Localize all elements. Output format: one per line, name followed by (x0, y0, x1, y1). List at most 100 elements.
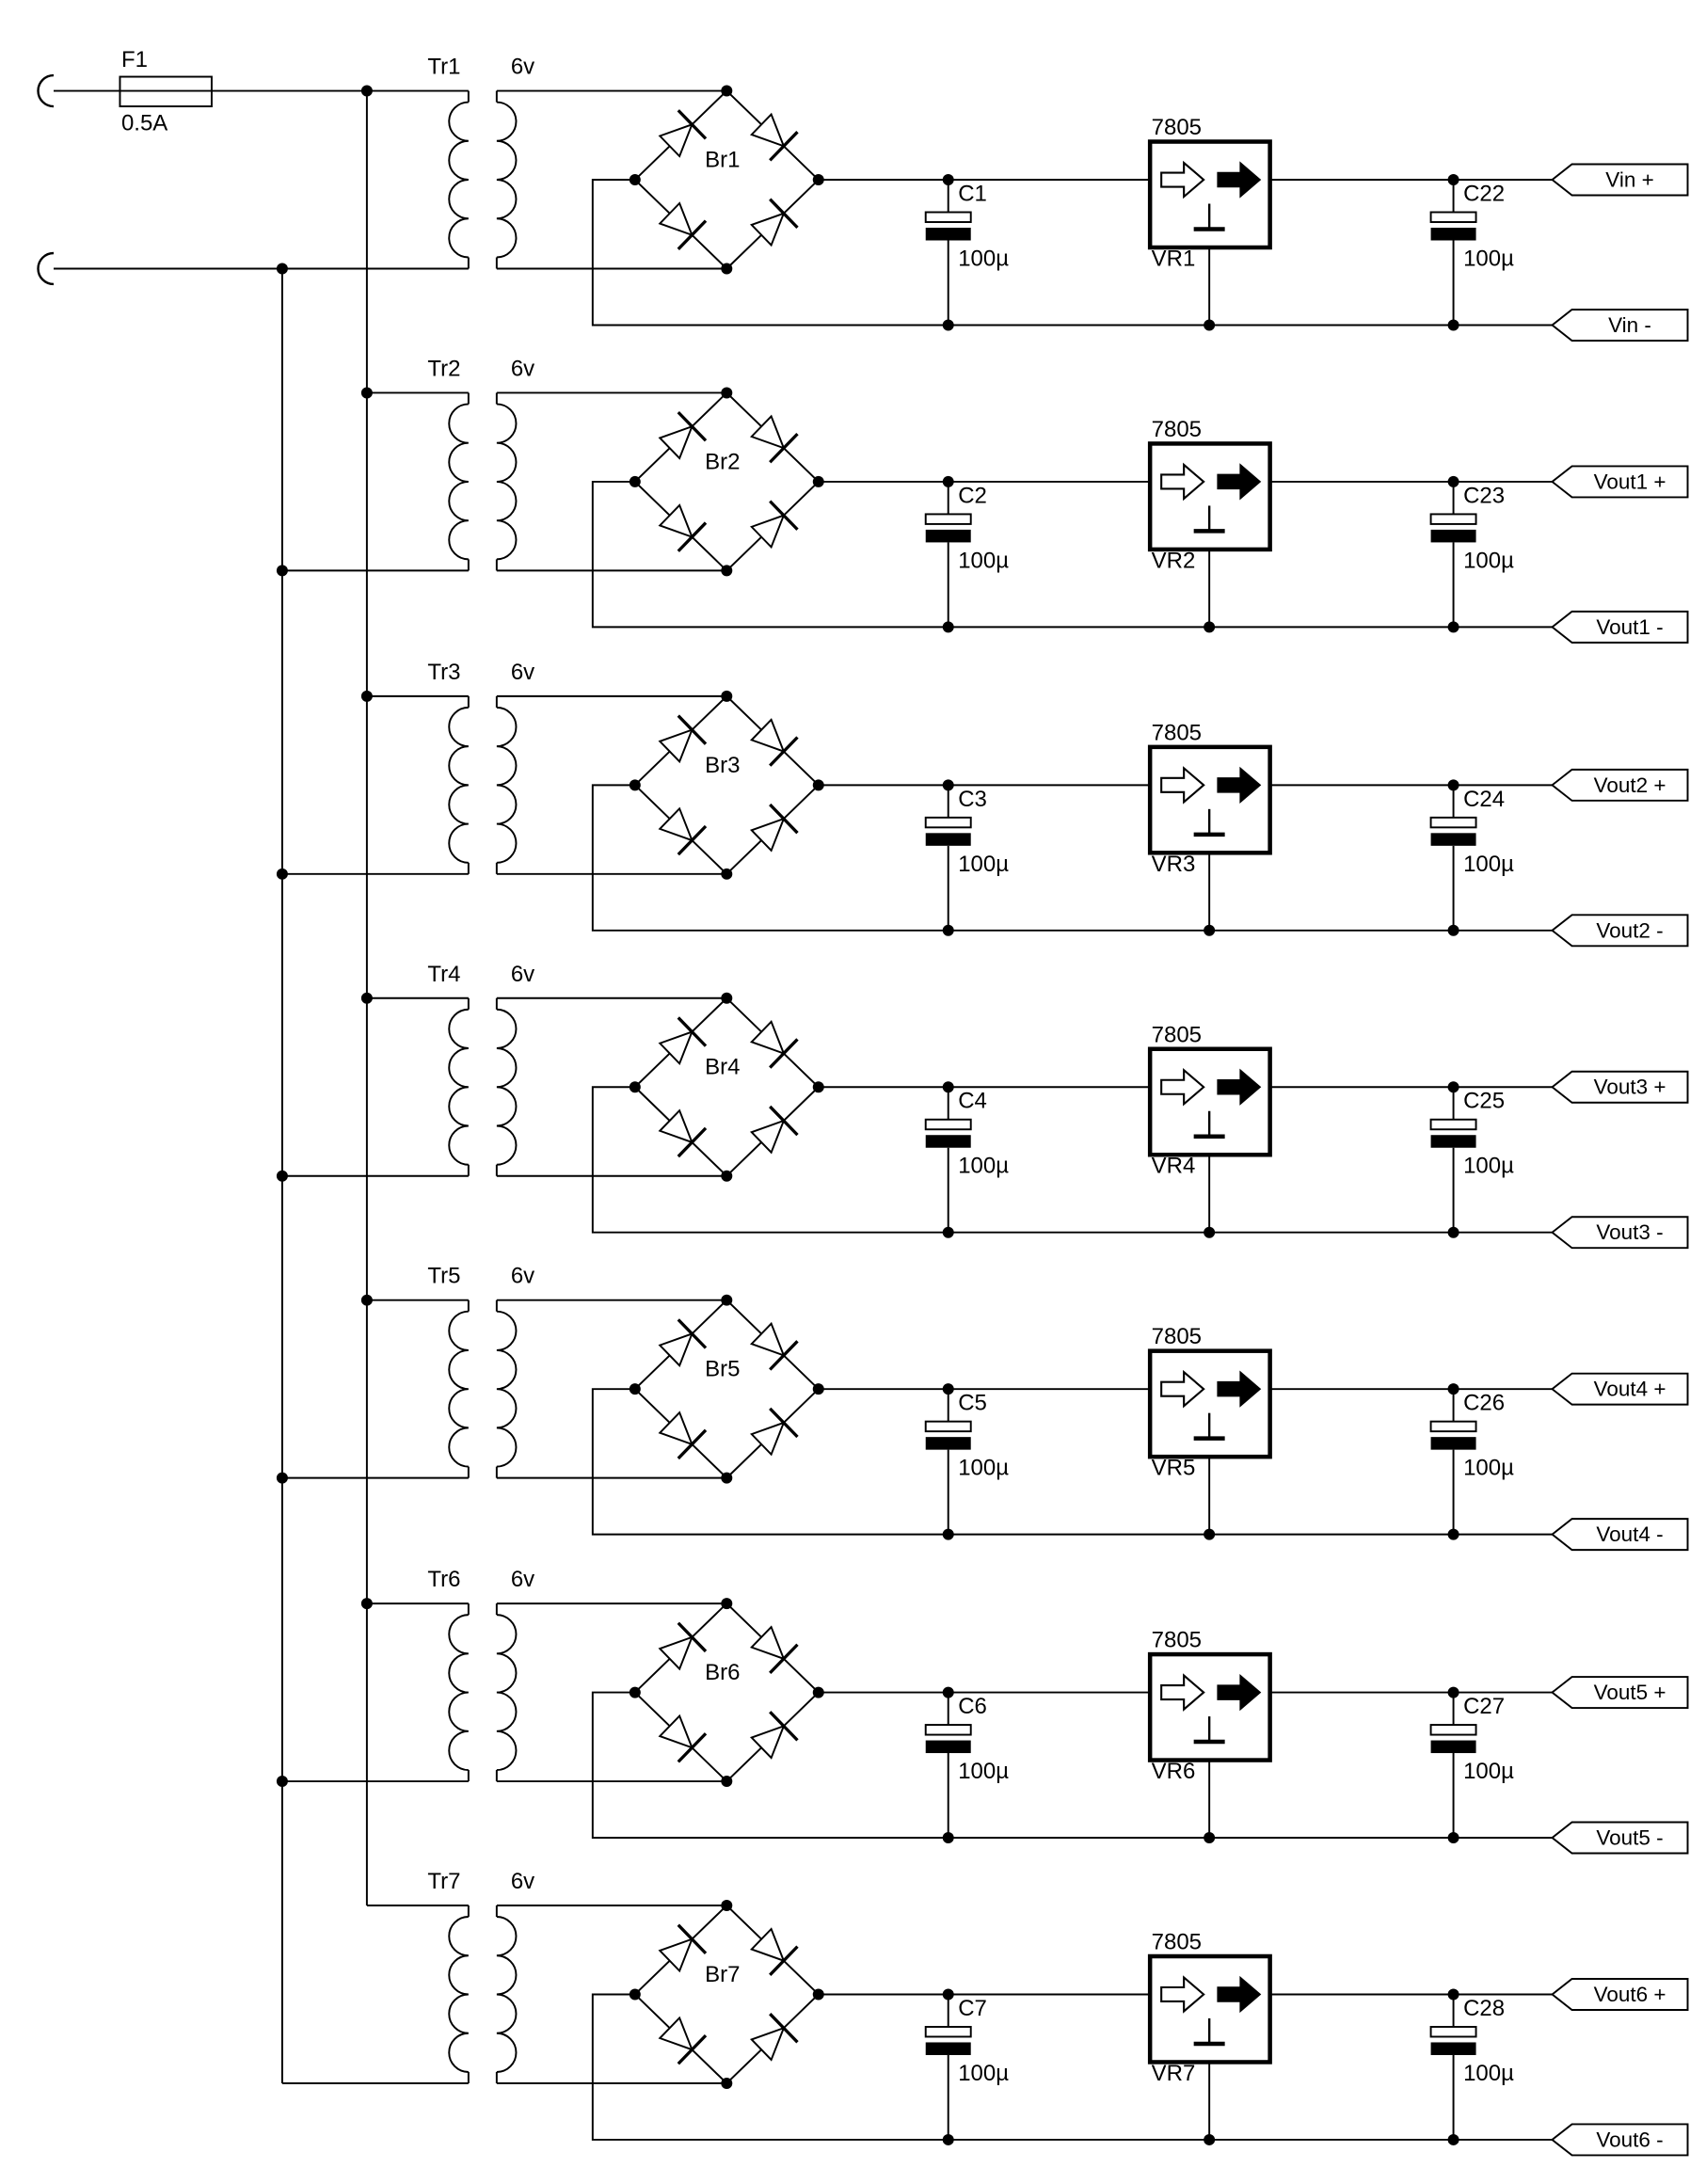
terminal-positive-label: Vout2 + (1594, 773, 1666, 797)
terminal-positive (1550, 1978, 1689, 2011)
junction-dot (942, 621, 954, 633)
input-capacitor-positive-plate (924, 2026, 972, 2038)
input-capacitor-ref-label: C2 (958, 483, 987, 508)
primary-winding (448, 706, 469, 864)
negative-rail-wire (591, 1993, 1553, 2141)
diode-cathode-bar (769, 2013, 799, 2044)
diode (658, 1318, 708, 1367)
diode (658, 714, 708, 764)
negative-rail-wire (591, 1388, 1553, 1536)
regulator-part-label: 7805 (1152, 1022, 1202, 1047)
output-capacitor-negative-plate (1430, 228, 1476, 241)
regulator-ref-label: VR2 (1152, 548, 1196, 573)
diode-anode-triangle (749, 514, 786, 550)
secondary-voltage-label: 6v (511, 962, 534, 987)
terminal-positive-label: Vout6 + (1594, 1983, 1666, 2006)
diode-anode-triangle (658, 727, 694, 764)
terminal-negative (1550, 1216, 1689, 1250)
input-capacitor-value-label: 100µ (958, 1456, 1009, 1481)
junction-dot (1447, 1832, 1459, 1844)
terminal-positive (1550, 1676, 1689, 1710)
bridge-ref-label: Br5 (705, 1357, 740, 1382)
junction-dot (1447, 1226, 1459, 1238)
diode-cathode-bar (677, 521, 708, 552)
secondary-voltage-label: 6v (511, 356, 534, 381)
input-arrow-icon (1160, 766, 1205, 805)
regulator-body (1147, 139, 1272, 250)
junction-dot (721, 1294, 733, 1306)
input-capacitor-positive-plate (924, 211, 972, 223)
output-capacitor-ref-label: C25 (1463, 1089, 1505, 1114)
diode-cathode-bar (677, 714, 708, 745)
bridge-rectifier: Br6 (629, 1598, 824, 1788)
terminal-positive (1550, 768, 1689, 802)
terminal-positive-label: Vout3 + (1594, 1076, 1666, 1099)
output-capacitor-ref-label: C28 (1463, 1996, 1505, 2021)
negative-rail-wire (591, 784, 1553, 932)
junction-dot (1447, 1528, 1459, 1540)
diode-anode-triangle (658, 1635, 694, 1671)
diode-anode-triangle (658, 122, 694, 158)
diode-cathode-bar (677, 1016, 708, 1047)
input-capacitor-positive-plate (924, 816, 972, 829)
transformer (448, 1299, 518, 1478)
junction-dot (1204, 924, 1216, 936)
diode (658, 503, 708, 552)
regulator-part-label: 7805 (1152, 417, 1202, 442)
junction-dot (1204, 319, 1216, 331)
input-capacitor-ref-label: C3 (958, 787, 987, 812)
bridge-rectifier: Br2 (629, 387, 824, 577)
junction-dot (1447, 924, 1459, 936)
regulator-ref-label: VR4 (1152, 1154, 1196, 1179)
regulator-body (1147, 1046, 1272, 1157)
junction-dot (1204, 1226, 1216, 1238)
junction-dot (721, 868, 733, 880)
input-capacitor-ref-label: C6 (958, 1694, 987, 1719)
terminal-negative (1550, 2123, 1689, 2157)
junction-dot (942, 1383, 954, 1395)
diode-anode-triangle (749, 112, 786, 148)
regulator-ref-label: VR6 (1152, 1759, 1196, 1784)
junction-dot (721, 690, 733, 702)
diode (658, 109, 708, 158)
diode (658, 1714, 708, 1763)
secondary-voltage-label: 6v (511, 1869, 534, 1894)
bridge-ref-label: Br3 (705, 753, 740, 778)
diode-anode-triangle (658, 424, 694, 460)
junction-dot (1447, 1081, 1459, 1093)
output-capacitor-negative-plate (1430, 529, 1476, 543)
diode-anode-triangle (749, 1724, 786, 1760)
junction-dot (942, 319, 954, 331)
regulator-body (1147, 441, 1272, 552)
secondary-winding (496, 1614, 518, 1772)
input-capacitor-negative-plate (925, 529, 971, 543)
diode (749, 198, 799, 247)
bridge-rectifier: Br4 (629, 992, 824, 1182)
terminal-negative (1550, 914, 1689, 948)
terminal-positive-label: Vin + (1605, 168, 1653, 192)
diode-cathode-bar (677, 1923, 708, 1954)
negative-rail-wire (591, 480, 1553, 629)
transformer-ref-label: Tr7 (427, 1869, 460, 1894)
junction-dot (721, 263, 733, 275)
diode-anode-triangle (658, 1331, 694, 1367)
diode-cathode-bar (677, 1318, 708, 1349)
bridge-rectifier: Br7 (629, 1900, 824, 2089)
input-capacitor-value-label: 100µ (958, 246, 1009, 271)
diode (749, 1020, 799, 1069)
input-arrow-icon (1160, 1975, 1205, 2014)
junction-dot (1447, 1686, 1459, 1698)
diode-cathode-bar (677, 1428, 708, 1460)
secondary-winding (496, 706, 518, 864)
diode-anode-triangle (658, 1411, 694, 1446)
